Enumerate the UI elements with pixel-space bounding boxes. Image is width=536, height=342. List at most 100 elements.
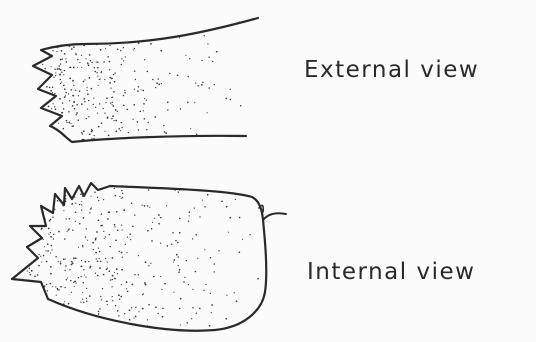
stipple-dot bbox=[171, 244, 173, 246]
stipple-dot bbox=[97, 67, 99, 69]
stipple-dot bbox=[80, 301, 81, 302]
stipple-dot bbox=[82, 246, 83, 247]
stipple-dot bbox=[70, 67, 72, 69]
stipple-dot bbox=[51, 245, 52, 246]
stipple-dot bbox=[138, 274, 139, 275]
stipple-dot bbox=[121, 269, 123, 271]
stipple-dot bbox=[137, 140, 138, 141]
stipple-dot bbox=[178, 191, 179, 192]
stipple-dot bbox=[99, 331, 100, 332]
stipple-dot bbox=[44, 246, 45, 247]
stipple-dot bbox=[110, 87, 111, 88]
stipple-dot bbox=[16, 237, 18, 239]
stipple-dot bbox=[126, 252, 127, 253]
stipple-dot bbox=[43, 136, 45, 138]
stipple-dot bbox=[138, 255, 139, 256]
stipple-dot bbox=[183, 281, 185, 283]
stipple-dot bbox=[71, 48, 73, 50]
stipple-dot bbox=[70, 123, 71, 124]
stipple-dot bbox=[74, 25, 76, 27]
stipple-dot bbox=[89, 54, 91, 56]
stipple-dot bbox=[107, 267, 108, 268]
stipple-dot bbox=[63, 74, 64, 75]
stipple-dot bbox=[212, 61, 213, 62]
stipple-dot bbox=[87, 108, 88, 109]
stipple-dot bbox=[121, 64, 122, 65]
stipple-dot bbox=[25, 291, 26, 292]
stipple-dot bbox=[86, 228, 87, 229]
stipple-dot bbox=[68, 228, 70, 230]
stipple-dot bbox=[160, 50, 162, 52]
stipple-dot bbox=[101, 213, 103, 215]
stipple-dot bbox=[204, 35, 205, 36]
stipple-dot bbox=[44, 327, 46, 329]
stipple-dot bbox=[89, 77, 91, 79]
stipple-dot bbox=[177, 256, 179, 258]
stipple-dot bbox=[134, 89, 135, 90]
stipple-dot bbox=[190, 128, 191, 129]
stipple-dot bbox=[66, 218, 67, 219]
stipple-dot bbox=[85, 58, 86, 59]
stipple-dot bbox=[143, 293, 144, 294]
stipple-dot bbox=[60, 198, 61, 199]
stipple-dot bbox=[151, 240, 153, 242]
stipple-dot bbox=[29, 326, 31, 328]
stipple-dot bbox=[180, 108, 182, 110]
stipple-dot bbox=[65, 321, 66, 322]
stipple-dot bbox=[70, 193, 71, 194]
stipple-dot bbox=[107, 218, 109, 220]
stipple-dot bbox=[179, 232, 181, 234]
stipple-dot bbox=[88, 116, 89, 117]
stipple-dot bbox=[144, 59, 145, 60]
stipple-dot bbox=[98, 85, 99, 86]
stipple-dot bbox=[63, 108, 65, 110]
stipple-dot bbox=[110, 246, 111, 247]
stipple-dot bbox=[123, 95, 125, 97]
stipple-dot bbox=[88, 65, 90, 67]
stipple-dot bbox=[35, 30, 36, 31]
stipple-dot bbox=[75, 202, 76, 203]
stipple-dot bbox=[120, 130, 121, 131]
stipple-dot bbox=[114, 226, 115, 227]
stipple-dot bbox=[95, 107, 96, 108]
stipple-dot bbox=[43, 54, 45, 56]
stipple-dot bbox=[48, 26, 50, 28]
stipple-dot bbox=[18, 312, 19, 313]
stipple-dot bbox=[45, 140, 47, 142]
stipple-dot bbox=[134, 318, 135, 319]
stipple-dot bbox=[73, 189, 75, 191]
stipple-dot bbox=[104, 113, 105, 114]
stipple-dot bbox=[15, 247, 17, 249]
stipple-dot bbox=[160, 217, 161, 218]
stipple-dot bbox=[172, 232, 174, 234]
stipple-dot bbox=[84, 36, 86, 38]
stipple-dot bbox=[13, 228, 14, 229]
stipple-dot bbox=[22, 186, 24, 188]
stipple-dot bbox=[188, 284, 189, 285]
stipple-dot bbox=[63, 41, 64, 42]
stipple-dot bbox=[68, 20, 70, 22]
stipple-dot bbox=[33, 30, 35, 32]
stipple-dot bbox=[61, 326, 63, 328]
stipple-dot bbox=[65, 92, 67, 94]
stipple-dot bbox=[123, 29, 125, 31]
stipple-dot bbox=[94, 135, 95, 136]
stipple-dot bbox=[33, 106, 34, 107]
stipple-dot bbox=[114, 188, 115, 189]
stipple-dot bbox=[143, 103, 145, 105]
stipple-dot bbox=[55, 109, 57, 111]
stipple-dot bbox=[45, 101, 46, 102]
stipple-dot bbox=[68, 303, 70, 305]
stipple-dot bbox=[57, 323, 59, 325]
stipple-dot bbox=[134, 214, 135, 215]
external-outline bbox=[33, 18, 258, 142]
stipple-dot bbox=[49, 133, 50, 134]
stipple-dot bbox=[18, 254, 20, 256]
stipple-dot bbox=[118, 294, 120, 296]
stipple-dot bbox=[113, 18, 115, 20]
stipple-dot bbox=[75, 221, 76, 222]
stipple-dot bbox=[68, 93, 69, 94]
stipple-dot bbox=[37, 184, 38, 185]
stipple-dot bbox=[101, 71, 102, 72]
stipple-dot bbox=[70, 316, 72, 318]
